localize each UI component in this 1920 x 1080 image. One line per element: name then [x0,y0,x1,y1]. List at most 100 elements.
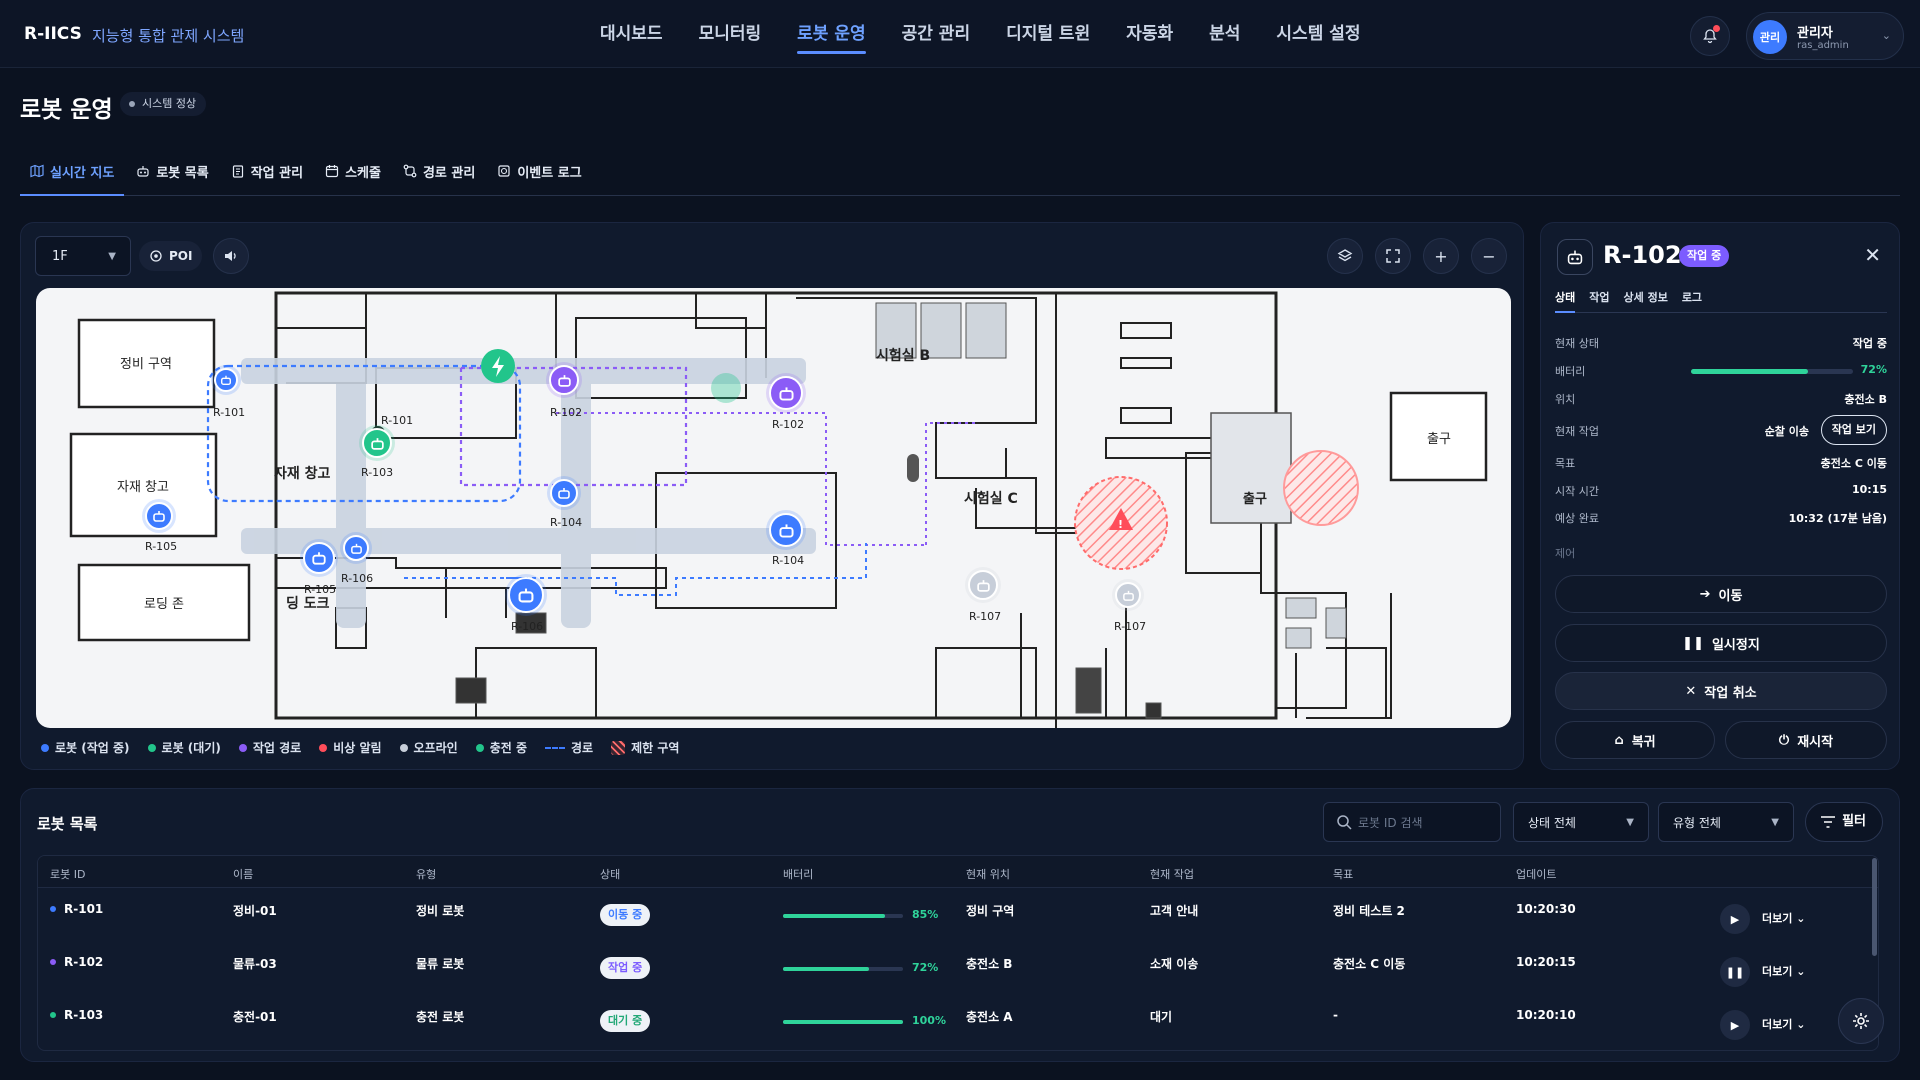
robot-marker-r-107[interactable] [968,570,998,600]
robot-marker-r-105[interactable] [303,542,335,574]
tab-schedule[interactable]: 스케줄 [315,156,391,196]
scrollbar[interactable] [1872,858,1877,956]
nav-monitoring[interactable]: 모니터링 [698,24,762,44]
robot-id[interactable]: R-102 [64,955,104,969]
search-input[interactable] [1358,813,1488,833]
column-header[interactable]: 현재 위치 [966,868,1010,881]
nav-digital-twin[interactable]: 디지털 트윈 [1006,24,1091,44]
robot-marker-r-102[interactable] [769,376,803,410]
layers-button[interactable] [1327,238,1363,274]
more-button[interactable]: 더보기 ⌄ [1762,912,1806,925]
zoom-out-button[interactable]: − [1471,238,1507,274]
tab-label: 경로 관리 [422,166,476,181]
more-button[interactable]: 더보기 ⌄ [1762,965,1806,978]
nav-dashboard[interactable]: 대시보드 [600,24,663,44]
floor-map[interactable]: 출구 정비 구역 자재 창고 로딩 존 출구 자재 창고 딩 도크 시험실 B … [36,288,1511,728]
nav-analytics[interactable]: 분석 [1209,24,1241,44]
detail-tab-log[interactable]: 로그 [1681,291,1703,304]
fullscreen-button[interactable] [1375,238,1411,274]
nav-automation[interactable]: 자동화 [1126,24,1174,44]
tab-route-mgmt[interactable]: 경로 관리 [393,156,485,196]
nav-space[interactable]: 공간 관리 [901,24,971,44]
legend-swatch [475,743,484,752]
tab-event-log[interactable]: 이벤트 로그 [487,156,591,196]
legend-item: 오프라인 [399,739,458,756]
tab-live-map[interactable]: 실시간 지도 [20,156,125,196]
column-header[interactable]: 현재 작업 [1150,868,1194,881]
poi-toggle-button[interactable]: POI [139,241,203,271]
play-button[interactable]: ▶ [1720,904,1750,934]
tab-robot-list[interactable]: 로봇 목록 [126,156,218,196]
detail-tab-info[interactable]: 상세 정보 [1623,291,1668,304]
control-label: 제어 [1555,547,1576,560]
column-header[interactable]: 상태 [600,868,621,881]
legend-item: 경로 [545,739,593,756]
column-header[interactable]: 유형 [416,868,437,881]
detail-tab-task[interactable]: 작업 [1589,291,1610,304]
robot-marker-r-106[interactable] [508,577,544,613]
notification-button[interactable] [1690,16,1730,56]
robot-marker-r-101[interactable] [214,368,238,392]
settings-fab[interactable] [1838,998,1884,1044]
view-task-button[interactable]: 작업 보기 [1820,415,1887,445]
map-legend: 로봇 (작업 중) 로봇 (대기) 작업 경로 비상 알림 오프라인 충전 중 … [41,739,679,756]
legend-item: 제한 구역 [611,739,679,756]
robot-icon [976,579,990,592]
zoom-in-button[interactable]: + [1423,238,1459,274]
robot-name: 물류-03 [233,957,277,971]
robot-label: R-105 [304,583,337,596]
restart-button[interactable]: ⏻재시작 [1725,721,1887,759]
column-header[interactable]: 이름 [233,868,254,881]
robot-marker-r-104[interactable] [550,479,578,507]
return-home-button[interactable]: ⌂복귀 [1555,721,1715,759]
user-menu[interactable]: 관리 관리자 ras_admin ⌄ [1746,12,1904,60]
robot-location: 충전소 A [966,1010,1013,1024]
type-filter-select[interactable]: 유형 전체▼ [1658,802,1794,842]
sub-tabs: 실시간 지도 로봇 목록 작업 관리 스케줄 경로 관리 이벤트 로그 [20,156,1900,196]
updated-time: 10:20:10 [1516,1008,1576,1022]
charging-station[interactable] [481,349,515,383]
system-status-badge: 시스템 정상 [120,92,207,116]
detail-title: R-102 [1603,241,1682,269]
robot-table: 로봇 ID 이름 유형 상태 배터리 현재 위치 현재 작업 목표 업데이트 R… [37,855,1879,1051]
robot-label: R-102 [772,418,805,431]
pause-button[interactable]: ❚❚ [1720,957,1750,987]
column-header[interactable]: 목표 [1333,868,1354,881]
robot-marker-r-102[interactable] [549,365,579,395]
robot-id[interactable]: R-101 [64,902,104,916]
robot-marker-r-106[interactable] [343,535,369,561]
column-header[interactable]: 업데이트 [1516,868,1557,881]
close-icon[interactable]: ✕ [1864,243,1881,267]
robot-marker-r-107[interactable] [1115,582,1141,608]
robot-marker-r-103[interactable] [362,428,392,458]
column-header[interactable]: 배터리 [783,868,814,881]
sound-button[interactable] [213,238,249,274]
nav-settings[interactable]: 시스템 설정 [1276,24,1361,44]
battery-bar [783,1020,903,1024]
floor-select[interactable]: 1F▼ [35,236,131,276]
cancel-task-button[interactable]: ✕작업 취소 [1555,672,1887,710]
filter-button[interactable]: 필터 [1805,802,1883,842]
chevron-down-icon: ⌄ [1796,1018,1806,1031]
robot-id[interactable]: R-103 [64,1008,104,1022]
more-button[interactable]: 더보기 ⌄ [1762,1018,1806,1031]
play-button[interactable]: ▶ [1720,1010,1750,1040]
detail-tab-status[interactable]: 상태 [1555,289,1576,313]
move-button[interactable]: ➔이동 [1555,575,1887,613]
tab-label: 실시간 지도 [50,166,115,181]
robot-search[interactable] [1323,802,1501,842]
status-filter-select[interactable]: 상태 전체▼ [1513,802,1649,842]
brand-logo[interactable]: R-IICS [24,24,82,44]
pause-button[interactable]: ❚❚일시정지 [1555,624,1887,662]
column-header[interactable]: 로봇 ID [50,868,86,881]
battery-value: 85% [912,908,939,921]
tab-task-mgmt[interactable]: 작업 관리 [221,156,313,196]
robot-marker-r-105[interactable] [145,502,173,530]
robot-marker-r-104[interactable] [769,513,803,547]
nav-robot-ops[interactable]: 로봇 운영 [779,22,883,56]
robot-label: R-104 [550,516,583,529]
